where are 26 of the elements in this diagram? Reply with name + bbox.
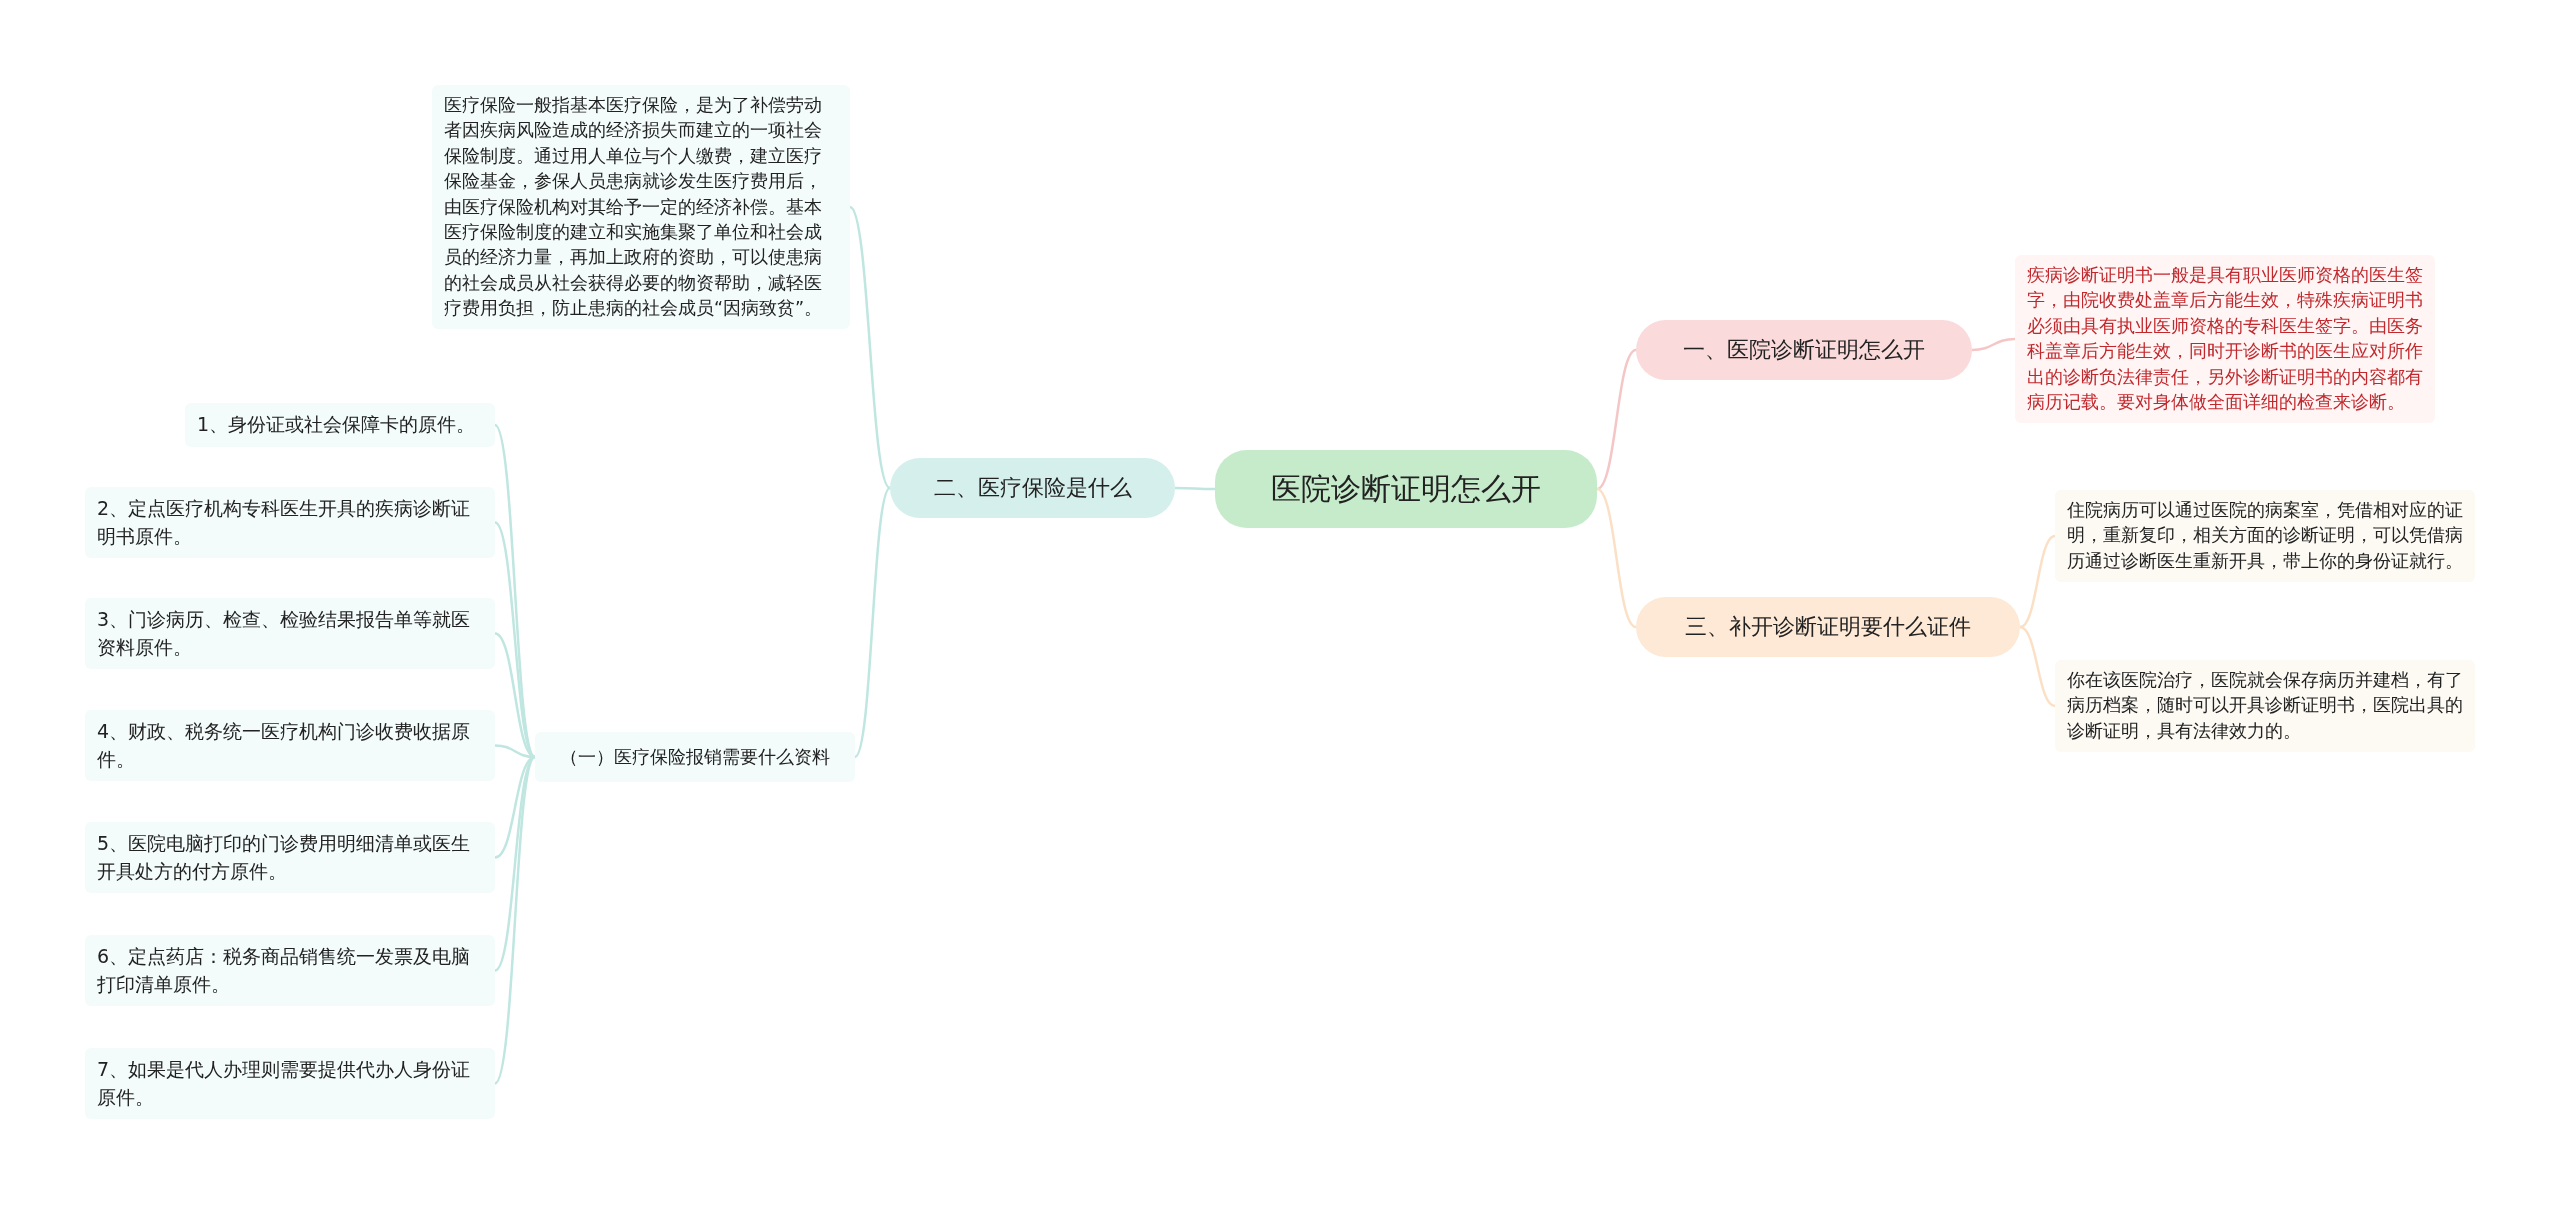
- branch-topic: 三、补开诊断证明要什么证件: [1636, 597, 2020, 657]
- central-topic: 医院诊断证明怎么开: [1215, 450, 1597, 528]
- connector-line: [1596, 487, 1637, 629]
- list-item: 2、定点医疗机构专科医生开具的疾病诊断证明书原件。: [85, 487, 495, 559]
- list-item: 3、门诊病历、检查、检验结果报告单等就医资料原件。: [85, 598, 495, 670]
- text-card: 疾病诊断证明书一般是具有职业医师资格的医生签字，由院收费处盖章后方能生效，特殊疾病证明书必须由具有执业医师资格的专科医生签字。由医务科盖章后方能生效，同时开诊断书的医生应对所作出的诊断负法律责任，另外诊断证明书的内容都有病历记载。要对身体做全面详细的检查来诊断。: [2015, 255, 2435, 424]
- text-card: 医疗保险一般指基本医疗保险，是为了补偿劳动者因疾病风险造成的经济损失而建立的一项社会保险制度。通过用人单位与个人缴费，建立医疗保险基金，参保人员患病就诊发生医疗费用后，由医疗保险机构对其给予一定的经济补偿。基本医疗保险制度的建立和实施集聚了单位和社会成员的经济力量，再加上政府的资助，可以使患病的社会成员从社会获得必要的物资帮助，减轻医疗费用负担，防止患病的社会成员“因病致贫”。: [432, 85, 850, 330]
- list-item: 4、财政、税务统一医疗机构门诊收费收据原件。: [85, 710, 495, 782]
- connector-line: [2019, 625, 2056, 708]
- connector-line: [493, 424, 537, 758]
- connector-line: [1971, 337, 2016, 352]
- list-item: 7、如果是代人办理则需要提供代办人身份证原件。: [85, 1048, 495, 1120]
- branch-topic: 一、医院诊断证明怎么开: [1636, 320, 1972, 380]
- connector-line: [494, 756, 536, 1085]
- branch-topic: 二、医疗保险是什么: [890, 458, 1175, 518]
- subtopic: （一）医疗保险报销需要什么资料: [535, 732, 855, 782]
- list-item: 1、身份证或社会保障卡的原件。: [185, 403, 495, 447]
- connector-line: [849, 206, 891, 489]
- list-item: 5、医院电脑打印的门诊费用明细清单或医生开具处方的付方原件。: [85, 822, 495, 894]
- connector-line: [2019, 534, 2056, 629]
- list-item: 6、定点药店：税务商品销售统一发票及电脑打印清单原件。: [85, 935, 495, 1007]
- connector-line: [854, 487, 891, 758]
- text-card: 住院病历可以通过医院的病案室，凭借相对应的证明，重新复印，相关方面的诊断证明，可以凭借病历通过诊断医生重新开具，带上你的身份证就行。: [2055, 490, 2475, 583]
- connector-line: [1175, 486, 1215, 491]
- connector-line: [1596, 348, 1637, 491]
- text-card: 你在该医院治疗，医院就会保存病历并建档，有了病历档案，随时可以开具诊断证明书，医院出具的诊断证明，具有法律效力的。: [2055, 660, 2475, 753]
